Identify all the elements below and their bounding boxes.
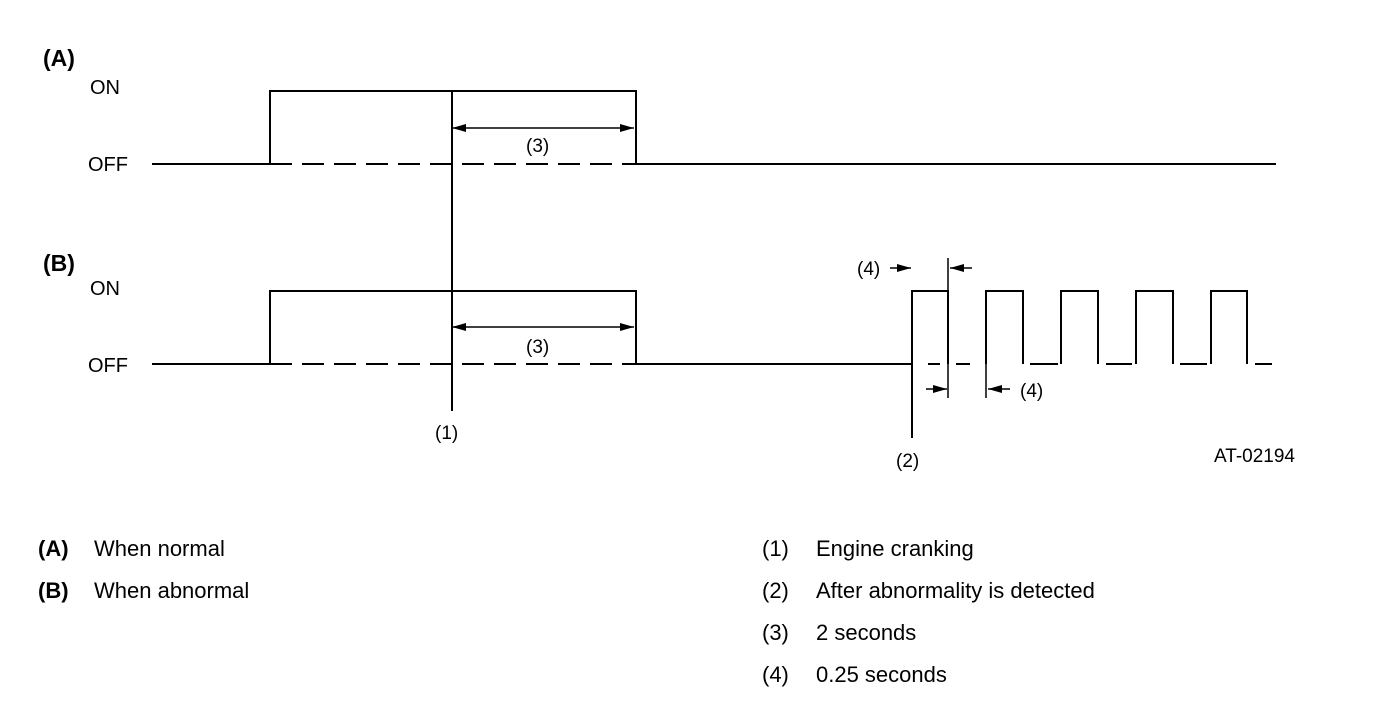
- panel-a-tag: (A): [43, 45, 75, 71]
- legend-item: (2) After abnormality is detected: [762, 578, 1095, 604]
- panel-b-dimension-label: (3): [526, 337, 549, 358]
- panel-b-on-label: ON: [90, 278, 120, 300]
- marker-2-label: (2): [896, 451, 919, 472]
- panel-a: (A) ON OFF (3): [43, 45, 1276, 176]
- marker-1-label: (1): [435, 423, 458, 444]
- legend-key: (2): [762, 578, 789, 603]
- legend-item: (3) 2 seconds: [762, 620, 916, 646]
- panel-a-signal-line: [152, 90, 1276, 165]
- legend-text: When abnormal: [94, 578, 250, 603]
- legend-key: (B): [38, 578, 69, 603]
- panel-b-off-label: OFF: [88, 355, 128, 377]
- legend-key: (A): [38, 536, 69, 561]
- legend-text: Engine cranking: [816, 536, 974, 561]
- legend-key: (3): [762, 620, 789, 645]
- legend-item: (A) When normal: [38, 536, 225, 562]
- figure-id: AT-02194: [1214, 446, 1295, 467]
- legend-text: 0.25 seconds: [816, 662, 947, 687]
- panel-b-tag: (B): [43, 250, 75, 276]
- legend-text: 2 seconds: [816, 620, 917, 645]
- legend-item: (B) When abnormal: [38, 578, 249, 604]
- panel-a-off-label: OFF: [88, 154, 128, 176]
- legend-item: (1) Engine cranking: [762, 536, 974, 562]
- legend-key: (4): [762, 662, 789, 687]
- panel-a-dimension-label: (3): [526, 136, 549, 157]
- legend-text: When normal: [94, 536, 225, 561]
- panel-b: (B) ON OFF (3) (4) (4): [43, 250, 1272, 402]
- legend-text: After abnormality is detected: [816, 578, 1095, 603]
- pulse-gap-label: (4): [1020, 381, 1043, 402]
- pulse-width-label: (4): [857, 259, 880, 280]
- legend-item: (4) 0.25 seconds: [762, 662, 947, 688]
- panel-b-pulse-train: [911, 290, 1248, 364]
- panel-a-on-label: ON: [90, 77, 120, 99]
- legend-key: (1): [762, 536, 789, 561]
